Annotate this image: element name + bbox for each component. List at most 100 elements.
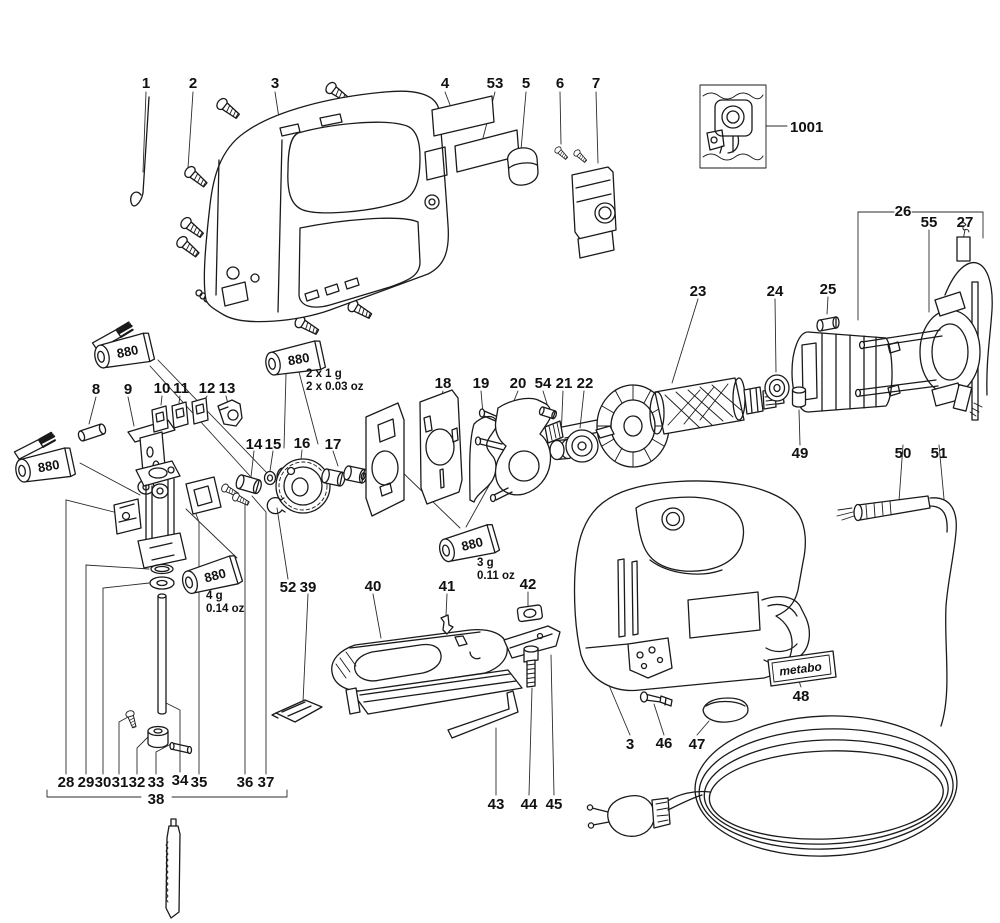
part-label-46: 46 (656, 735, 673, 752)
part-label-32: 32 (129, 774, 146, 791)
part-label-11: 11 (173, 380, 189, 397)
part40-base-plate-art (331, 628, 523, 715)
part48-brand-plate-art (767, 650, 837, 687)
part22-bearing-art (565, 425, 615, 463)
part-label-43: 43 (488, 796, 505, 813)
part-label-28: 28 (58, 774, 75, 791)
part41-clip-art (440, 614, 454, 635)
grease-tube-4g: 880 4 g 0.14 oz (178, 553, 245, 615)
part11-plate-art (171, 401, 189, 429)
part7-switch-art (571, 166, 617, 259)
part50-cord-guard-art (836, 495, 931, 522)
part46-screw-art (639, 691, 673, 707)
part-label-50: 50 (895, 445, 912, 462)
cable-coil-art (665, 715, 958, 857)
part13-bracket-art (217, 399, 243, 427)
part49-sleeve-art (791, 386, 807, 408)
part-label-22: 22 (577, 375, 594, 392)
part-label-49: 49 (792, 445, 809, 462)
grease-tube-5-number: 880 (460, 534, 485, 554)
part25-sleeve-art (816, 316, 840, 332)
part17-bushings-art (321, 465, 368, 487)
grease-qty-4g-metric: 4 g (206, 590, 223, 602)
part-label-47: 47 (689, 736, 706, 753)
part45-clamp-art (503, 625, 561, 659)
part-label-42: 42 (520, 576, 537, 593)
part-label-20: 20 (510, 375, 527, 392)
part-label-45: 45 (546, 796, 563, 813)
part47-cap-art (702, 697, 749, 723)
part-label-3-top: 3 (271, 75, 279, 92)
part-label-12: 12 (199, 380, 216, 397)
part26-stator-art (791, 331, 901, 413)
part19-cam-plate-art (469, 415, 498, 503)
part-label-24: 24 (767, 283, 784, 300)
saw-blade-art (165, 818, 181, 919)
part1001-wiring-inset-art (699, 84, 767, 169)
grease-tube-2-number: 880 (37, 457, 61, 476)
part-label-3-bottom: 3 (626, 736, 634, 753)
part-label-16: 16 (294, 435, 311, 452)
part20-counterweight-art (474, 397, 552, 503)
grease-tube-3g: 880 3 g 0.11 oz (435, 522, 515, 582)
grease-tube-1: 880 (88, 321, 156, 373)
grease-tube-3-number: 880 (287, 350, 311, 369)
part-label-54: 54 (535, 375, 552, 392)
part15-washer-art (263, 470, 277, 486)
grease-qty-3g-metric: 3 g (477, 557, 494, 569)
plate-unlabeled-art (365, 402, 405, 517)
part-label-7: 7 (592, 75, 600, 92)
brand-plate-text: metabo (778, 659, 822, 678)
part-label-1: 1 (142, 75, 150, 92)
part-label-5: 5 (522, 75, 530, 92)
part24-bearing-art (764, 374, 790, 402)
part-label-18: 18 (435, 375, 452, 392)
part-label-10: 10 (154, 380, 171, 397)
part-label-34: 34 (172, 772, 189, 789)
part12-plate-art (191, 397, 209, 425)
part55-brush-holder-art (854, 262, 993, 421)
part-label-36: 36 (237, 774, 254, 791)
part-label-4: 4 (441, 75, 450, 92)
part-label-30: 30 (95, 774, 112, 791)
grease-qty-4g-imperial: 0.14 oz (206, 603, 245, 615)
part43-allen-key-art (447, 690, 519, 739)
part-label-29: 29 (78, 774, 95, 791)
part-label-35: 35 (191, 774, 208, 791)
part-label-6: 6 (556, 75, 564, 92)
part-number-labels: 1 2 3 4 53 5 6 7 1001 26 55 27 23 24 25 … (58, 75, 974, 813)
part54-pin-art (538, 406, 558, 420)
part-label-31: 31 (112, 774, 129, 791)
part-label-33: 33 (148, 774, 165, 791)
part-label-19: 19 (473, 375, 490, 392)
part4-sticker-art (431, 95, 495, 137)
part52-circlip-art (266, 496, 286, 515)
part-label-55: 55 (921, 214, 938, 231)
part5-knob-art (506, 147, 539, 186)
leader-lines (46, 91, 984, 798)
part-label-39: 39 (300, 579, 317, 596)
part18-plate-art (419, 389, 463, 505)
part51-cable-art (929, 497, 957, 727)
grease-tube-1-number: 880 (115, 342, 139, 361)
grease-qty-2x1g-imperial: 2 x 0.03 oz (306, 381, 364, 393)
grease-qty-3g-imperial: 0.11 oz (477, 570, 515, 582)
part1-cable-tie-art (130, 96, 150, 207)
power-plug-art (586, 794, 703, 837)
part-label-51: 51 (931, 445, 948, 462)
part6-screws-art (553, 145, 589, 165)
part39-insert-art (271, 699, 323, 723)
part16-gear-art (275, 458, 331, 514)
part23-armature-art (544, 377, 785, 468)
part-label-9: 9 (124, 381, 132, 398)
part44-bolt-art (523, 645, 539, 688)
part-label-17: 17 (325, 436, 342, 453)
part-label-53: 53 (487, 75, 504, 92)
plunger-assembly-art (113, 460, 222, 755)
part-label-40: 40 (365, 578, 382, 595)
part-label-41: 41 (439, 578, 456, 595)
part-label-21: 21 (556, 375, 573, 392)
part-label-44: 44 (521, 796, 538, 813)
